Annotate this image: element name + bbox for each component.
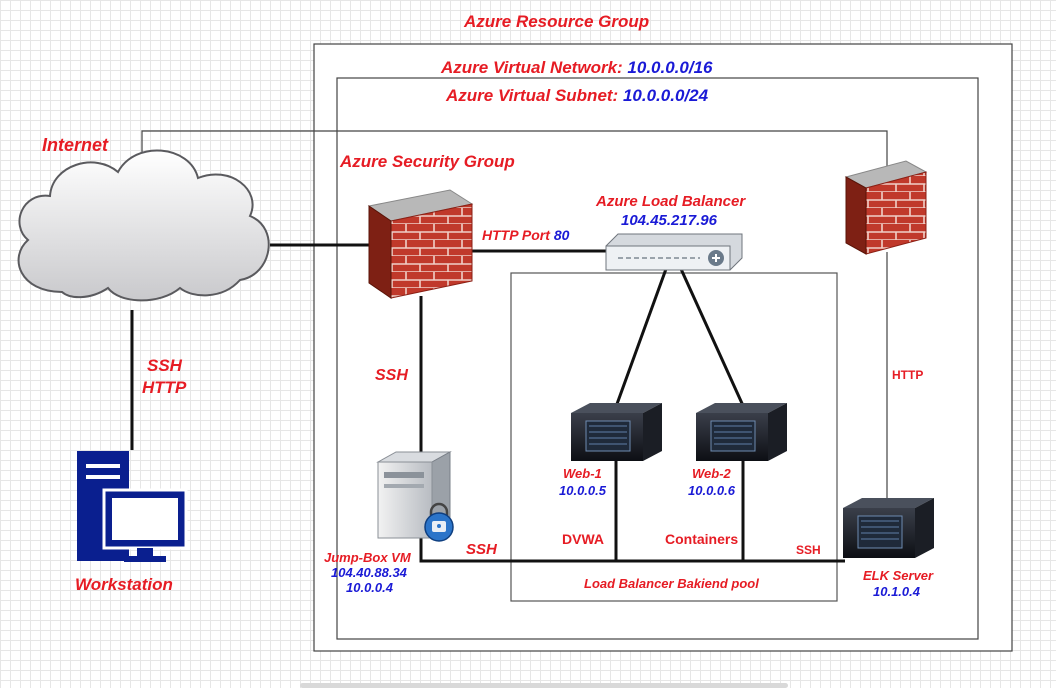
backend-pool-box xyxy=(510,272,838,602)
lock-icon xyxy=(424,502,454,542)
resource-group-title: Azure Resource Group xyxy=(464,12,650,31)
vnet-label: Azure Virtual Network: xyxy=(441,58,623,77)
server-icon xyxy=(571,403,662,461)
web2-ip: 10.0.0.6 xyxy=(688,483,735,498)
jumpbox-ssh-line xyxy=(419,535,845,563)
web1-name: Web-1 xyxy=(563,466,602,481)
vnet-cidr: 10.0.0.0/16 xyxy=(627,58,713,77)
ssh-jump-label: SSH xyxy=(375,367,408,384)
containers-label: Containers xyxy=(665,531,739,547)
subnet-label: Azure Virtual Subnet: xyxy=(446,86,619,105)
web2-name: Web-2 xyxy=(692,466,731,481)
server-icon xyxy=(696,403,787,461)
web1-ip: 10.0.0.5 xyxy=(559,483,606,498)
firewall-icon xyxy=(367,189,474,299)
firewall-icon xyxy=(844,160,928,255)
virtual-network-title: Azure Virtual Network: 10.0.0.0/16 xyxy=(441,58,713,78)
http-port-label: HTTP Port 80 xyxy=(482,227,569,243)
backend-pool-label: Load Balancer Bakiend pool xyxy=(584,576,759,591)
elk-ip: 10.1.0.4 xyxy=(873,584,920,599)
jumpbox-public-ip: 104.40.88.34 xyxy=(331,565,407,580)
internet-to-elk-line xyxy=(141,130,888,170)
subnet-cidr: 10.0.0.0/24 xyxy=(622,86,709,105)
ssh-bottom-label: SSH xyxy=(466,541,497,558)
load-balancer-ip: 104.45.217.96 xyxy=(621,212,717,229)
workstation-http-label: HTTP xyxy=(142,378,187,397)
workstation-icon xyxy=(77,451,188,562)
jumpbox-name: Jump-Box VM xyxy=(324,550,411,565)
jumpbox-private-ip: 10.0.0.4 xyxy=(346,580,393,595)
lb-to-web1-line xyxy=(611,268,668,416)
workstation-ssh-label: SSH xyxy=(147,356,182,375)
server-icon xyxy=(843,498,934,558)
security-group-label: Azure Security Group xyxy=(340,152,515,171)
horizontal-scrollbar[interactable] xyxy=(300,683,788,688)
internet-label: Internet xyxy=(42,135,109,155)
load-balancer-name: Azure Load Balancer xyxy=(596,193,746,210)
dvwa-label: DVWA xyxy=(562,531,604,547)
elk-http-label: HTTP xyxy=(892,368,924,382)
http-port-number: 80 xyxy=(553,227,570,243)
lb-to-web2-line xyxy=(679,268,747,411)
ssh-small-label: SSH xyxy=(796,543,821,557)
virtual-subnet-title: Azure Virtual Subnet: 10.0.0.0/24 xyxy=(446,86,708,106)
workstation-name: Workstation xyxy=(75,575,173,594)
elk-name: ELK Server xyxy=(863,568,934,583)
http-port-text: HTTP Port xyxy=(482,227,554,243)
cloud-icon xyxy=(17,149,270,302)
load-balancer-icon xyxy=(605,233,743,271)
